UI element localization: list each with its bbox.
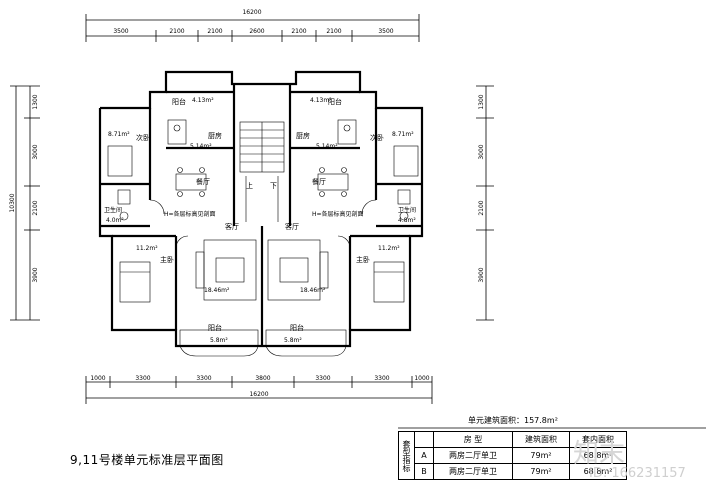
- kitchen-left-area: 5.14m²: [190, 143, 212, 150]
- right-dim-2: 3000: [478, 144, 485, 159]
- balcony-left-label: 阳台: [172, 97, 186, 106]
- top-dim-3: 2100: [207, 28, 222, 35]
- table-cell-id: B: [414, 463, 434, 480]
- bath-left-area: 4.0m²: [106, 217, 124, 224]
- table-row: A 两房二厅单卫 79m² 68.8m²: [399, 447, 627, 464]
- bottom-dim-3: 3300: [196, 375, 211, 382]
- unit-index-table: 套型指标 房 型 建筑面积 套内面积 A 两房二厅单卫 79m² 68.8m² …: [398, 431, 627, 480]
- bottom-dim-4: 3800: [255, 375, 270, 382]
- stair-up-label: 上: [246, 181, 253, 190]
- left-dim-4: 3900: [32, 267, 39, 282]
- note-right: H=各层标高见剖面: [312, 210, 364, 218]
- table-header-gross: 建筑面积: [512, 431, 570, 448]
- top-total-dim: 16200: [242, 9, 261, 16]
- table-cell-type: 两房二厅单卫: [433, 463, 513, 480]
- kitchen-left-label: 厨房: [208, 131, 222, 140]
- dining-left-label: 餐厅: [196, 177, 210, 186]
- bottom-dim-6: 3300: [374, 375, 389, 382]
- top-dim-7: 3500: [378, 28, 393, 35]
- living-left-area: 18.46m²: [204, 287, 230, 294]
- top-dim-5: 2100: [291, 28, 306, 35]
- bottom-dim-1: 1000: [90, 375, 105, 382]
- top-dim-2: 2100: [169, 28, 184, 35]
- bottom-total-dim: 16200: [249, 391, 268, 398]
- left-dim-3: 2100: [32, 200, 39, 215]
- left-dim-2: 3000: [32, 144, 39, 159]
- left-total-dim: 10300: [9, 193, 16, 212]
- top-dim-4: 2600: [249, 28, 264, 35]
- south-balcony-right-area: 5.8m²: [284, 337, 302, 344]
- kitchen-right-area: 5.14m²: [316, 143, 338, 150]
- bottom-dim-2: 3300: [135, 375, 150, 382]
- bath-right-label: 卫生间: [398, 206, 416, 214]
- table-side-label: 套型指标: [398, 431, 415, 480]
- bottom-dim-5: 3300: [315, 375, 330, 382]
- living-right-label: 客厅: [285, 222, 299, 231]
- watermark-brand: 知末: [573, 439, 626, 469]
- top-dim-6: 2100: [326, 28, 341, 35]
- balcony-right-area: 4.13m²: [310, 97, 332, 104]
- bedroom2-right-area: 8.71m²: [392, 131, 414, 138]
- table-cell-gross: 79m²: [512, 463, 570, 480]
- master-left-label: 主卧: [160, 255, 174, 264]
- south-balcony-left-label: 阳台: [208, 323, 222, 332]
- living-right-area: 18.46m²: [300, 287, 326, 294]
- master-right-area: 11.2m²: [378, 245, 400, 252]
- bedroom2-left-label: 次卧: [136, 133, 150, 142]
- note-left: H=各层标高见剖面: [164, 210, 216, 218]
- bath-left-label: 卫生间: [104, 206, 122, 214]
- top-dim-1: 3500: [113, 28, 128, 35]
- south-balcony-left-area: 5.8m²: [210, 337, 228, 344]
- watermark-id: ID: 166231157: [589, 466, 686, 481]
- south-balcony-right-label: 阳台: [290, 323, 304, 332]
- bottom-dim-7: 1000: [414, 375, 429, 382]
- table-header-row: 套型指标 房 型 建筑面积 套内面积: [398, 431, 627, 480]
- plan-caption: 9,11号楼单元标准层平面图: [70, 453, 224, 467]
- table-cell-type: 两房二厅单卫: [433, 447, 513, 464]
- table-cell-gross: 79m²: [512, 447, 570, 464]
- left-dim-1: 1300: [32, 94, 39, 109]
- bath-right-area: 4.8m²: [398, 217, 416, 224]
- bedroom2-right-label: 次卧: [370, 133, 384, 142]
- table-row: B 两房二厅单卫 79m² 68.8m²: [399, 463, 627, 480]
- master-left-area: 11.2m²: [136, 245, 158, 252]
- table-cell-id: A: [414, 447, 434, 464]
- right-dim-1: 1300: [478, 94, 485, 109]
- table-cell-net: 68.8m²: [569, 463, 627, 480]
- right-dim-4: 3900: [478, 267, 485, 282]
- balcony-right-label: 阳台: [328, 97, 342, 106]
- unit-area-summary: 单元建筑面积：157.8m²: [468, 416, 558, 425]
- kitchen-right-label: 厨房: [296, 131, 310, 140]
- right-dim-3: 2100: [478, 200, 485, 215]
- master-right-label: 主卧: [356, 255, 370, 264]
- living-left-label: 客厅: [225, 222, 239, 231]
- table-header-type: 房 型: [433, 431, 513, 448]
- bedroom2-left-area: 8.71m²: [108, 131, 130, 138]
- dining-right-label: 餐厅: [312, 177, 326, 186]
- balcony-left-area: 4.13m²: [192, 97, 214, 104]
- stair-down-label: 下: [270, 182, 277, 190]
